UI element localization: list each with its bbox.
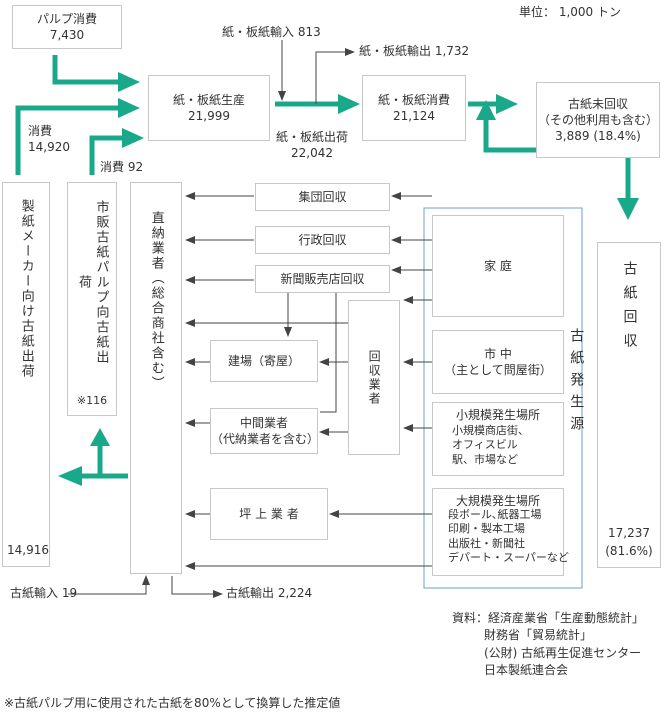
consumed-14920-block: 消費 14,920 [28, 124, 70, 155]
admin-collection-box: 行政回収 [255, 226, 390, 254]
footnote: ※古紙パルプ用に使用された古紙を80%として換算した推定値 [4, 696, 341, 710]
large-source-item: 印刷・製本工場 [448, 522, 525, 536]
tsubo-box: 坪 上 業 者 [210, 488, 328, 540]
small-source-item: オフィスビル [452, 438, 518, 452]
paper-export-label: 紙・板紙輸出 1,732 [359, 44, 470, 58]
large-source-box: 大規模発生場所 [432, 488, 564, 576]
arrow-export-waste [171, 576, 223, 598]
consumption-box: 紙・板紙消費 21,124 [362, 75, 466, 141]
recovery-box: 古紙回収 17,237 (81.6%) [597, 242, 661, 568]
unit-label: 単位： 1,000 トン [519, 5, 621, 19]
tateba-box: 建場（寄屋） [210, 340, 318, 382]
flow-recovery-to-production-14920 [15, 105, 120, 175]
export-waste-label: 古紙輸出 2,224 [226, 586, 313, 600]
recovery-value: 17,237 [608, 525, 650, 540]
recovery-pct: (81.6%) [605, 543, 653, 558]
city-label-1: 市 中 [484, 346, 512, 361]
small-source-item: 小規模商店街、 [452, 424, 529, 437]
household-label: 家 庭 [484, 258, 512, 273]
arrowhead-consumption-up [476, 100, 496, 120]
large-source-item: 出版社・新聞社 [448, 536, 525, 550]
direct-trader-label: 直納業者（総合商社含む） [148, 211, 164, 391]
shipment-value: 22,042 [291, 145, 333, 160]
source-line: (公財) 古紙再生促進センター [484, 645, 642, 660]
unrecovered-label: 古紙未回収 [567, 96, 628, 111]
source-line: 資料：経済産業省「生産動態統計」 [452, 611, 645, 625]
waste-source-frame [423, 207, 583, 589]
maker-shipment-label: 製紙メーカー向け古紙出荷 [18, 199, 34, 379]
production-box: 紙・板紙生産 21,999 [148, 75, 270, 141]
pulp-consumption-value: 7,430 [49, 28, 85, 42]
arrowhead-recovery [617, 198, 639, 220]
import-waste-label: 古紙輸入 19 [10, 586, 78, 600]
unrecovered-value: 3,889 (18.4%) [555, 129, 641, 144]
direct-trader-box: 直納業者（総合商社含む） [130, 182, 182, 574]
production-label: 紙・板紙生産 [172, 92, 245, 107]
recovery-label: 古紙回収 [621, 261, 638, 357]
pulp-consumption-box: パルプ消費 7,430 [12, 5, 122, 49]
waste-source-label: 古紙発生源 [568, 328, 585, 438]
consumed-14920-value: 14,920 [28, 139, 70, 154]
household-box: 家 庭 [432, 215, 564, 317]
shipment-label-block: 紙・板紙出荷 22,042 [272, 130, 352, 161]
consumed-92-label: 消費 92 [100, 160, 144, 174]
consumption-label: 紙・板紙消費 [377, 92, 450, 107]
source-line: 財務省「貿易統計」 [484, 628, 593, 643]
group-collection-box: 集団回収 [255, 183, 390, 211]
consumed-14920-label: 消費 [28, 124, 53, 138]
city-label-2: （主として問屋街） [444, 363, 552, 377]
large-source-item: 段ボール､紙器工場 [448, 508, 542, 521]
large-source-items: 段ボール､紙器工場 印刷・製本工場 出版社・新聞社 デパート・スーパーなど [448, 508, 569, 565]
production-value: 21,999 [188, 109, 230, 123]
line-newspaper-to-intermediary [320, 292, 337, 413]
collector-box: 回収業者 [348, 300, 400, 455]
market-pulp-box: 市販古紙パルプ向古紙出荷 ※116 [67, 182, 117, 416]
flow-pulp-to-production [52, 55, 120, 85]
newspaper-collection-box: 新聞販売店回収 [255, 265, 390, 293]
unrecovered-sub: （その他利用も含む） [537, 112, 658, 127]
intermediary-label-1: 中間業者 [239, 415, 288, 430]
city-box: 市 中 （主として問屋街） [432, 330, 564, 394]
small-source-title: 小規模発生場所 [455, 408, 540, 422]
large-source-title: 大規模発生場所 [455, 494, 540, 508]
small-source-item: 駅、市場など [452, 452, 518, 466]
arrowhead-maker [58, 466, 82, 486]
maker-shipment-box: 製紙メーカー向け古紙出荷 14,916 [2, 182, 50, 567]
flow-market-pulp-to-production [89, 135, 124, 175]
market-pulp-note: ※116 [76, 394, 108, 408]
admin-collection-label: 行政回収 [298, 232, 347, 247]
collector-label: 回収業者 [367, 349, 382, 406]
pulp-consumption-label: パルプ消費 [36, 11, 97, 26]
intermediary-box: 中間業者 （代納業者を含む） [210, 408, 320, 454]
tsubo-label: 坪 上 業 者 [239, 506, 299, 521]
arrow-paper-export [315, 48, 355, 104]
arrowhead-consumption [338, 94, 360, 114]
source-line: 日本製紙連合会 [484, 663, 569, 678]
arrowhead-unrecovered [496, 94, 518, 114]
arrowhead-14920 [118, 98, 140, 118]
sources-block: 資料：経済産業省「生産動態統計」 財務省「貿易統計」 (公財) 古紙再生促進セン… [452, 610, 644, 680]
arrowhead-market-up [90, 428, 110, 446]
unrecovered-box: 古紙未回収 （その他利用も含む） 3,889 (18.4%) [536, 82, 660, 158]
market-pulp-label: 市販古紙パルプ向古紙出荷 [76, 199, 109, 365]
large-source-item: デパート・スーパーなど [448, 550, 569, 564]
arrow-import-waste [68, 575, 150, 595]
consumption-value: 21,124 [393, 109, 435, 123]
small-source-box: 小規模発生場所 [432, 402, 564, 476]
arrowhead-pulp [118, 72, 140, 92]
intermediary-label-2: （代納業者を含む） [211, 432, 320, 446]
arrowhead-92 [122, 128, 144, 148]
shipment-label: 紙・板紙出荷 [275, 130, 348, 144]
newspaper-collection-label: 新聞販売店回収 [280, 271, 365, 286]
tateba-label: 建場（寄屋） [227, 353, 300, 368]
small-source-items: 小規模商店街、 オフィスビル 駅、市場など [452, 424, 529, 467]
paper-import-label: 紙・板紙輸入 813 [222, 25, 321, 39]
maker-shipment-value: 14,916 [7, 542, 49, 557]
group-collection-label: 集団回収 [298, 189, 347, 204]
